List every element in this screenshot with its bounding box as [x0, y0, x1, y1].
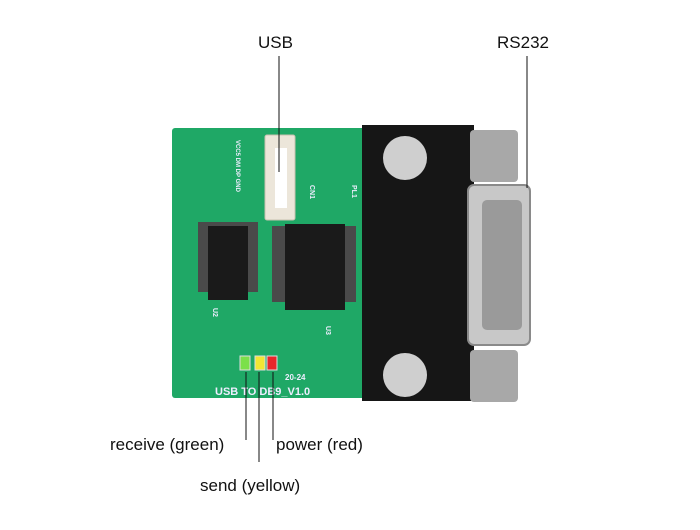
silk-pl1: PL1	[350, 185, 357, 198]
silk-pins: VCC5 DM DP GND	[234, 140, 240, 193]
led-green	[239, 355, 251, 371]
label-power: power (red)	[276, 435, 363, 454]
screw-top	[383, 136, 427, 180]
db9-connector	[362, 125, 531, 402]
silk-cn1: CN1	[308, 185, 315, 199]
silk-date: 20-24	[285, 373, 306, 382]
led-red	[266, 355, 278, 371]
chip-u2	[198, 222, 258, 300]
silk-u3: U3	[324, 326, 331, 335]
label-send: send (yellow)	[200, 476, 301, 495]
silk-u2: U2	[211, 308, 218, 317]
screw-bottom	[383, 353, 427, 397]
label-usb: USB	[258, 33, 293, 52]
usb-connector	[264, 134, 296, 221]
label-rs232: RS232	[497, 33, 549, 52]
silk-board-name: USB TO DB9_V1.0	[215, 386, 310, 398]
chip-u3	[272, 224, 356, 310]
label-receive: receive (green)	[110, 435, 225, 454]
led-yellow	[254, 355, 266, 371]
